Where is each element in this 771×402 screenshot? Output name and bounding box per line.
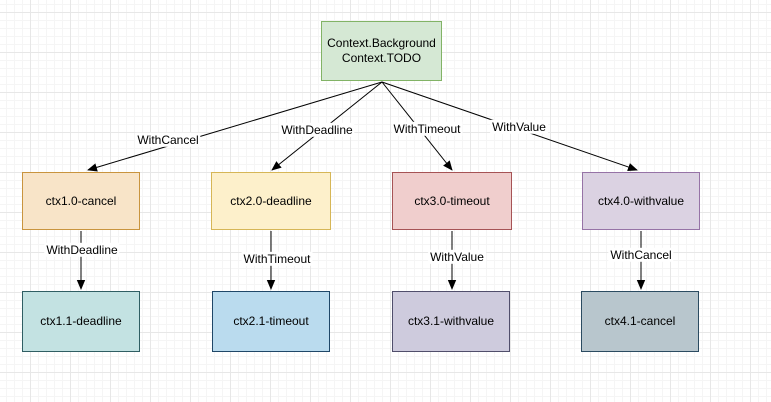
edge-label-withcancel-v4[interactable]: WithCancel xyxy=(608,247,674,263)
node-ctx1-1-deadline[interactable]: ctx1.1-deadline xyxy=(22,291,140,352)
node-ctx3-0-timeout[interactable]: ctx3.0-timeout xyxy=(392,172,512,230)
edge-label-withtimeout-fan[interactable]: WithTimeout xyxy=(391,121,463,137)
node-ctx2-0-deadline[interactable]: ctx2.0-deadline xyxy=(211,172,331,230)
edge-root-to-ctx1-0[interactable] xyxy=(87,81,383,172)
node-label: Context.Background Context.TODO xyxy=(327,36,436,65)
node-label: ctx2.1-timeout xyxy=(233,314,309,328)
node-label: ctx1.1-deadline xyxy=(40,314,122,328)
node-label: ctx2.0-deadline xyxy=(230,193,312,208)
node-ctx3-1-withvalue[interactable]: ctx3.1-withvalue xyxy=(392,291,510,352)
node-ctx1-0-cancel[interactable]: ctx1.0-cancel xyxy=(22,172,140,230)
edge-label-withtimeout-v2[interactable]: WithTimeout xyxy=(241,251,313,267)
edge-label-withvalue-fan[interactable]: WithValue xyxy=(490,119,548,135)
node-ctx4-0-withvalue[interactable]: ctx4.0-withvalue xyxy=(582,172,700,230)
edge-label-withdeadline-v1[interactable]: WithDeadline xyxy=(44,242,120,258)
node-label: ctx3.1-withvalue xyxy=(407,314,495,328)
node-label: ctx4.0-withvalue xyxy=(597,193,685,208)
node-context-background-todo[interactable]: Context.Background Context.TODO xyxy=(321,21,442,81)
node-label: ctx3.0-timeout xyxy=(414,193,490,208)
node-label: ctx4.1-cancel xyxy=(604,314,676,328)
node-label: ctx1.0-cancel xyxy=(45,193,117,208)
node-ctx2-1-timeout[interactable]: ctx2.1-timeout xyxy=(212,291,330,352)
node-ctx4-1-cancel[interactable]: ctx4.1-cancel xyxy=(581,291,699,352)
edge-label-withvalue-v3[interactable]: WithValue xyxy=(428,249,486,265)
edge-label-withcancel-fan[interactable]: WithCancel xyxy=(135,132,201,148)
edge-label-withdeadline-fan[interactable]: WithDeadline xyxy=(279,122,355,138)
